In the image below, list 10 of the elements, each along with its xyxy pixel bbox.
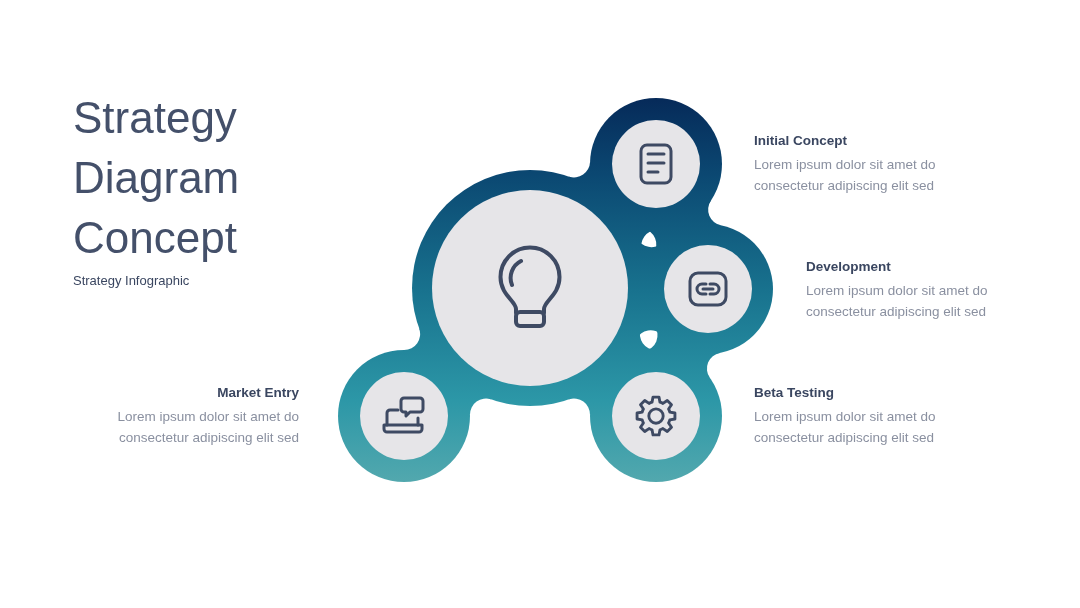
- step-heading: Development: [806, 258, 892, 276]
- step-description: Lorem ipsum dolor sit amet do consectetur adipiscing elit sed: [754, 408, 937, 447]
- step-description: Lorem ipsum dolor sit amet do consectetur adipiscing elit sed: [116, 408, 299, 447]
- step-description: Lorem ipsum dolor sit amet do consectetur adipiscing elit sed: [806, 282, 989, 321]
- step-heading: Initial Concept: [754, 132, 848, 150]
- step-description: Lorem ipsum dolor sit amet do consectetur adipiscing elit sed: [754, 156, 937, 195]
- subtitle: Strategy Infographic: [73, 273, 190, 289]
- step-heading: Beta Testing: [754, 384, 835, 402]
- step-heading: Market Entry: [216, 384, 299, 402]
- title: Strategy Diagram Concept: [73, 92, 241, 264]
